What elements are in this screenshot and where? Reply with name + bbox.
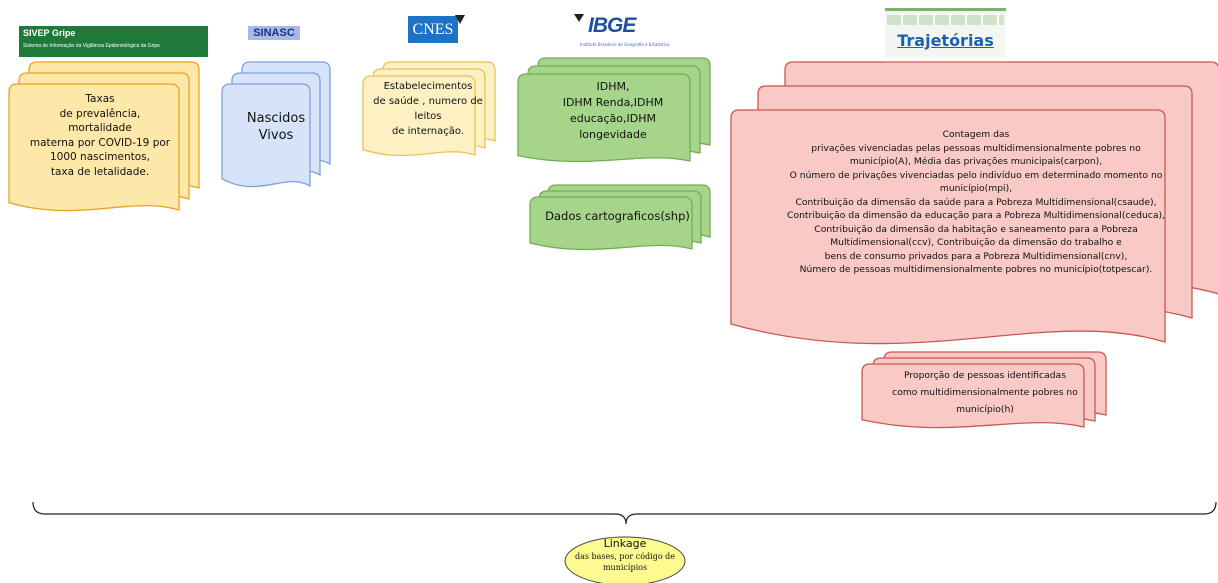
sinasc-logo: SINASC bbox=[248, 26, 300, 40]
spreadsheet-icon bbox=[887, 15, 1004, 25]
trajetorias-main-document-sheet-1 bbox=[730, 109, 1166, 345]
ibge-logo: IBGE Instituto Brasileiro de Geografia e… bbox=[574, 14, 674, 50]
ibge-idhm-document-sheet-1 bbox=[517, 73, 691, 163]
ibge-logo-word: IBGE bbox=[588, 14, 636, 37]
linkage-ellipse bbox=[564, 536, 686, 583]
linkage-brace bbox=[32, 501, 1217, 525]
cnes-arrow-icon bbox=[455, 15, 465, 24]
trajetorias-logo: Trajetórias bbox=[885, 8, 1006, 58]
ibge-idhm-document-text: IDHM, IDHM Renda,IDHM educação,IDHM long… bbox=[562, 80, 664, 141]
sivep-logo-title: SIVEP Gripe bbox=[23, 28, 76, 38]
ibge-logo-subtitle: Instituto Brasileiro de Geografia e Esta… bbox=[580, 42, 670, 47]
trajetorias-small-document-text: Proporção de pessoas identificadas como … bbox=[892, 370, 1078, 415]
ibge-shp-document-sheet-1 bbox=[529, 196, 693, 251]
sivep-document-sheet-1 bbox=[8, 83, 180, 212]
ibge-arrow-icon bbox=[574, 14, 584, 22]
sinasc-document-text: Nascidos Vivos bbox=[246, 111, 306, 143]
sivep-logo-subtitle: Sistema de Informação da Vigilância Epid… bbox=[23, 43, 160, 49]
cnes-document-text: Estabelecimentos de saúde , numero de le… bbox=[373, 81, 483, 137]
sivep-document-text: Taxas de prevalência, mortalidade matern… bbox=[29, 93, 171, 178]
linkage-subtitle: das bases, por código de municípios bbox=[574, 552, 676, 572]
linkage-title: Linkage bbox=[603, 537, 647, 550]
ibge-shp-document-text: Dados cartograficos(shp) bbox=[545, 209, 690, 223]
trajetorias-small-document-sheet-1 bbox=[861, 363, 1085, 429]
trajetorias-main-document-text: Contagem das privações vivenciadas pelas… bbox=[787, 129, 1165, 275]
cnes-logo: CNES bbox=[408, 16, 458, 43]
sivep-gripe-logo: SIVEP Gripe Sistema de Informação da Vig… bbox=[19, 26, 208, 57]
cnes-document-sheet-1 bbox=[362, 75, 476, 157]
trajetorias-logo-word: Trajetórias bbox=[897, 31, 994, 50]
sinasc-document-sheet-1 bbox=[221, 83, 311, 188]
